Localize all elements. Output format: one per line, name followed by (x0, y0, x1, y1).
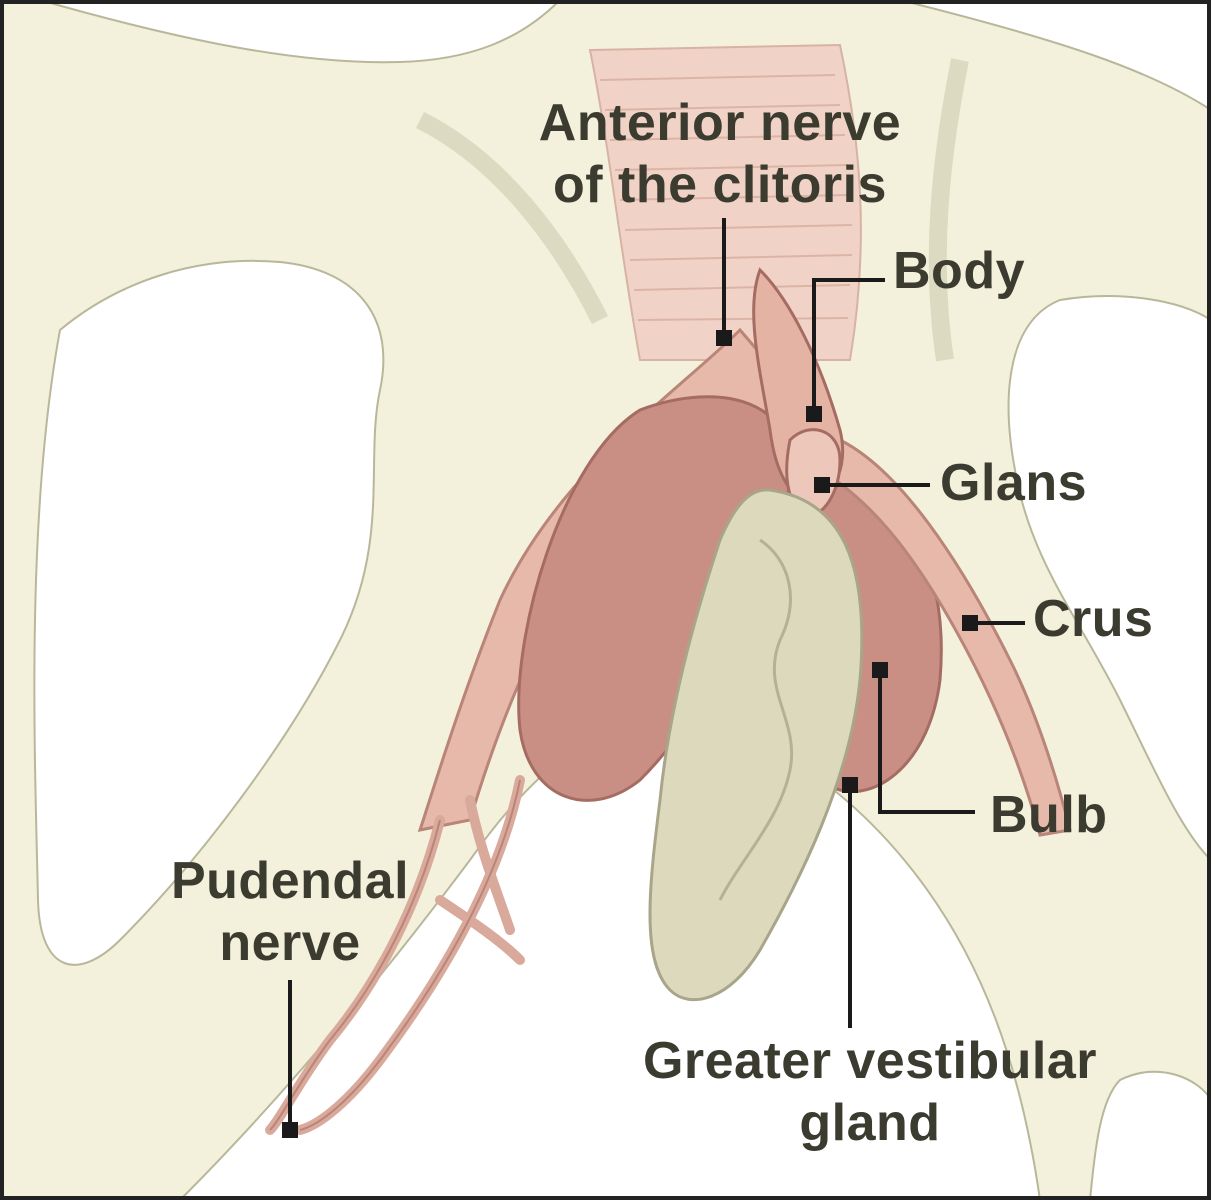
dot-body (806, 406, 822, 422)
dot-bulb (872, 662, 888, 678)
dot-crus (962, 615, 978, 631)
leader-endpoints (282, 330, 978, 1138)
label-bulb: Bulb (990, 786, 1108, 844)
label-glans: Glans (940, 454, 1087, 512)
bottom-right-space (1088, 1070, 1211, 1200)
pudendal-nerve-outline (269, 779, 521, 1131)
right-crus (817, 438, 1072, 837)
dot-pudendal (282, 1122, 298, 1138)
left-foramen (33, 259, 385, 966)
leader-lines (288, 218, 1025, 1130)
label-gland-line2: gland (799, 1094, 941, 1152)
top-left-space (39, 0, 562, 64)
label-pudendal-line2: nerve (219, 914, 361, 972)
label-body: Body (893, 242, 1025, 300)
dot-gland (842, 777, 858, 793)
label-crus: Crus (1033, 590, 1154, 648)
gland-texture (718, 538, 793, 901)
leader-body (812, 278, 885, 412)
label-anterior-nerve-line1: Anterior nerve (538, 94, 902, 152)
suspensory-band (588, 43, 862, 361)
right-foramen (1007, 295, 1211, 862)
top-right-space (899, 0, 1211, 112)
dot-glans (814, 477, 830, 493)
label-pudendal-line1: Pudendal (170, 852, 410, 910)
dot-anterior-nerve (716, 330, 732, 346)
bone-contour-right (928, 58, 969, 362)
label-pudendal-nerve: Pudendal nerve (130, 850, 450, 974)
label-anterior-nerve-line2: of the clitoris (553, 156, 887, 214)
label-gland-line1: Greater vestibular (642, 1032, 1098, 1090)
vestibular-gland (648, 488, 864, 1002)
label-anterior-nerve: Anterior nerve of the clitoris (480, 92, 960, 216)
leader-bulb (878, 670, 975, 814)
bone-contour-left (415, 111, 609, 325)
label-greater-vestibular-gland: Greater vestibular gland (580, 1030, 1160, 1154)
